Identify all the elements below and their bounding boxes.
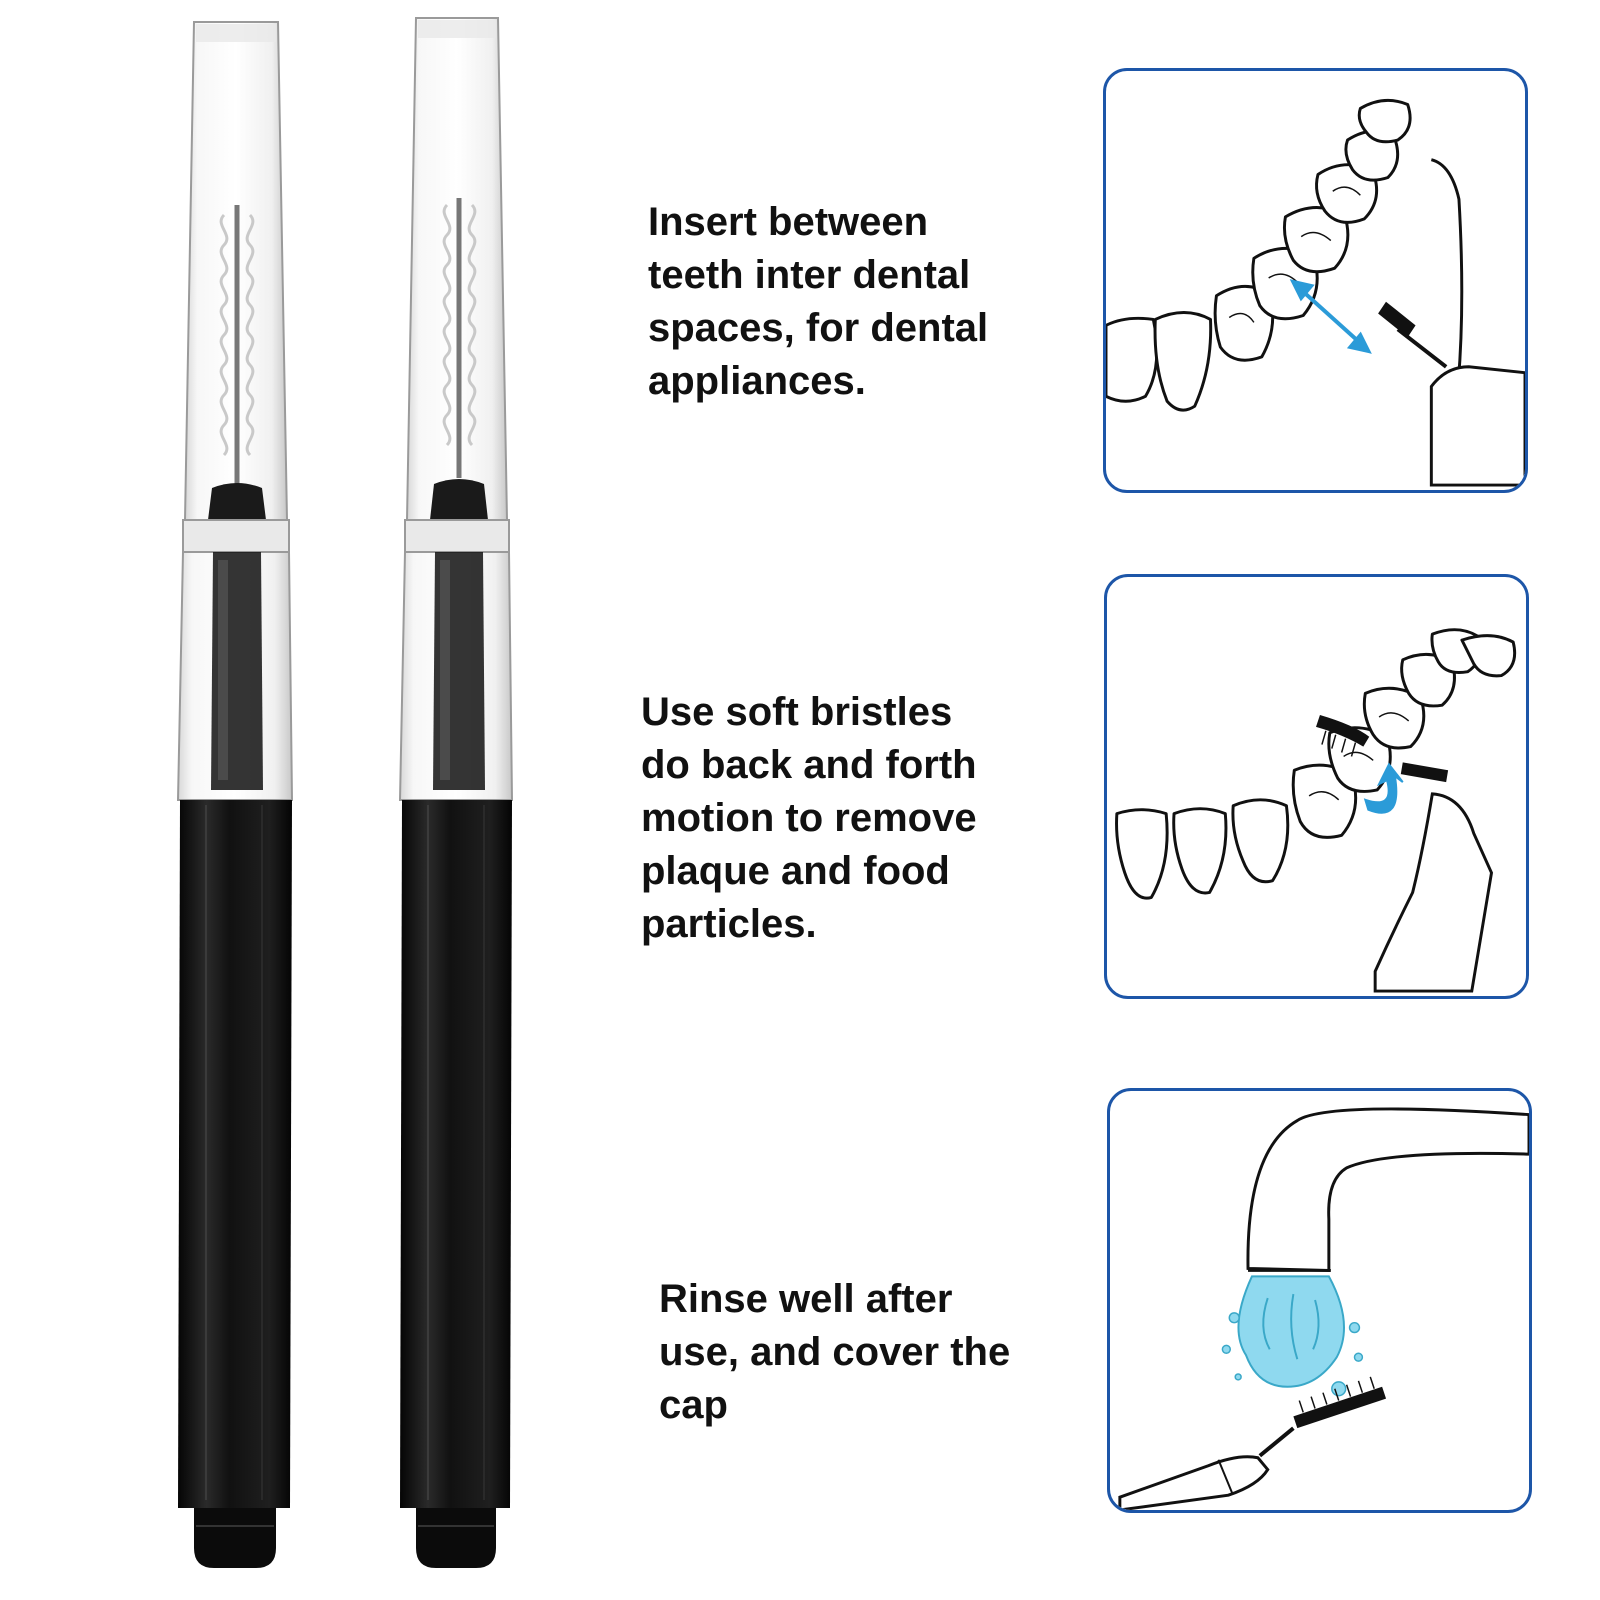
back-and-forth-brushing-icon xyxy=(1115,628,1517,993)
rinse-under-faucet-icon xyxy=(1118,1107,1529,1510)
step-2-text: Use soft bristles do back and forth moti… xyxy=(641,690,977,946)
step-1-text: Insert between teeth inter dental spaces… xyxy=(648,200,989,403)
step-1-illustration xyxy=(1103,68,1528,493)
brush-between-teeth-icon xyxy=(1106,98,1525,487)
step-3-text: Rinse well after use, and cover the cap xyxy=(659,1277,1011,1427)
product-brushes xyxy=(176,17,514,1568)
step-3-illustration xyxy=(1107,1088,1532,1513)
brush-2 xyxy=(398,17,514,1568)
brush-1 xyxy=(176,21,294,1568)
step-2-illustration xyxy=(1104,574,1529,999)
